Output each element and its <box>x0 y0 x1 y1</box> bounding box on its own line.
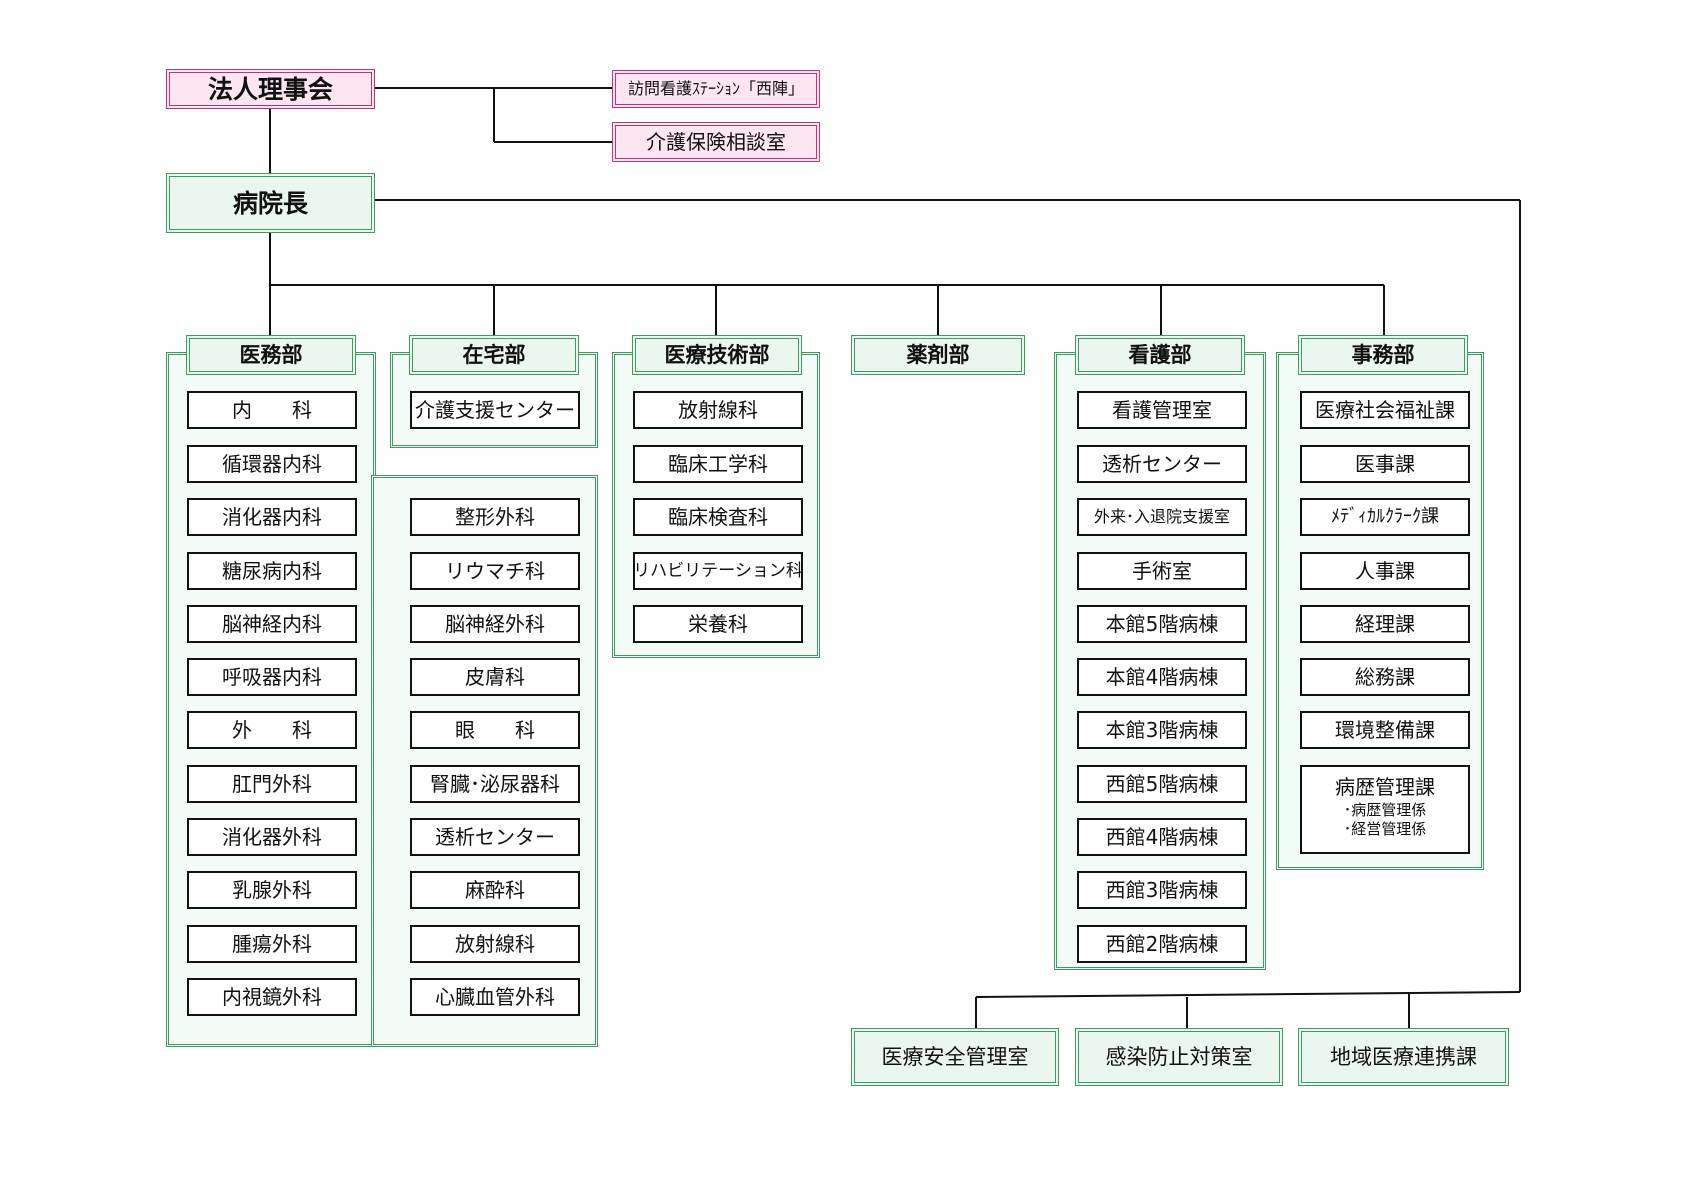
pharmacy-dept-header: 薬剤部 <box>851 335 1025 375</box>
unit-box: 臨床工学科 <box>633 445 803 483</box>
tech-dept-header: 医療技術部 <box>632 335 802 375</box>
unit-box: 手術室 <box>1077 552 1247 590</box>
unit-box: 消化器内科 <box>187 498 357 536</box>
unit-box: 西館4階病棟 <box>1077 818 1247 856</box>
unit-box: リハビリテーション科 <box>633 552 803 590</box>
unit-box: 栄養科 <box>633 605 803 643</box>
unit-box: 外来･入退院支援室 <box>1077 498 1247 536</box>
records-sub-item: ･経営管理係 <box>1343 819 1427 838</box>
admin-dept-header: 事務部 <box>1298 335 1468 375</box>
unit-box: 介護支援センター <box>410 391 580 429</box>
unit-box: 臨床検査科 <box>633 498 803 536</box>
board-box: 法人理事会 <box>166 69 375 109</box>
unit-box: 麻酔科 <box>410 871 580 909</box>
unit-box: ﾒﾃﾞｨｶﾙｸﾗｰｸ課 <box>1300 498 1470 536</box>
unit-box: 西館5階病棟 <box>1077 765 1247 803</box>
unit-box: 透析センター <box>1077 445 1247 483</box>
homecare-dept-header: 在宅部 <box>409 335 579 375</box>
unit-box: 脳神経外科 <box>410 605 580 643</box>
records-sub-item: ･病歴管理係 <box>1343 801 1427 819</box>
records-mgmt-label: 病歴管理課 <box>1335 775 1435 799</box>
unit-box: 放射線科 <box>633 391 803 429</box>
unit-box: 放射線科 <box>410 925 580 963</box>
unit-box: 本館3階病棟 <box>1077 711 1247 749</box>
care-consult-box: 介護保険相談室 <box>612 122 820 162</box>
unit-box: 本館4階病棟 <box>1077 658 1247 696</box>
unit-box: 整形外科 <box>410 498 580 536</box>
unit-box: 本館5階病棟 <box>1077 605 1247 643</box>
infection-control-box: 感染防止対策室 <box>1075 1028 1283 1086</box>
unit-box: 皮膚科 <box>410 658 580 696</box>
unit-box: 糖尿病内科 <box>187 552 357 590</box>
community-liaison-box: 地域医療連携課 <box>1298 1028 1509 1086</box>
unit-box: 眼 科 <box>410 711 580 749</box>
unit-box: 内 科 <box>187 391 357 429</box>
unit-box: リウマチ科 <box>410 552 580 590</box>
unit-box: 透析センター <box>410 818 580 856</box>
safety-office-box: 医療安全管理室 <box>851 1028 1059 1086</box>
unit-box: 総務課 <box>1300 658 1470 696</box>
director-box: 病院長 <box>166 173 375 233</box>
unit-box: 乳腺外科 <box>187 871 357 909</box>
nursing-dept-header: 看護部 <box>1075 335 1245 375</box>
unit-box: 心臓血管外科 <box>410 978 580 1016</box>
unit-box: 医事課 <box>1300 445 1470 483</box>
unit-box: 西館2階病棟 <box>1077 925 1247 963</box>
medical-dept-header: 医務部 <box>186 335 356 375</box>
unit-box: 腫瘍外科 <box>187 925 357 963</box>
unit-box: 経理課 <box>1300 605 1470 643</box>
unit-box: 呼吸器内科 <box>187 658 357 696</box>
unit-box: 消化器外科 <box>187 818 357 856</box>
unit-box: 外 科 <box>187 711 357 749</box>
records-mgmt-box: 病歴管理課 ･病歴管理係 ･経営管理係 <box>1300 765 1470 854</box>
unit-box: 医療社会福祉課 <box>1300 391 1470 429</box>
unit-box: 人事課 <box>1300 552 1470 590</box>
unit-box: 環境整備課 <box>1300 711 1470 749</box>
unit-box: 看護管理室 <box>1077 391 1247 429</box>
unit-box: 腎臓･泌尿器科 <box>410 765 580 803</box>
unit-box: 西館3階病棟 <box>1077 871 1247 909</box>
unit-box: 循環器内科 <box>187 445 357 483</box>
visiting-nurse-box: 訪問看護ｽﾃｰｼｮﾝ「西陣」 <box>612 70 820 108</box>
unit-box: 内視鏡外科 <box>187 978 357 1016</box>
unit-box: 肛門外科 <box>187 765 357 803</box>
unit-box: 脳神経内科 <box>187 605 357 643</box>
